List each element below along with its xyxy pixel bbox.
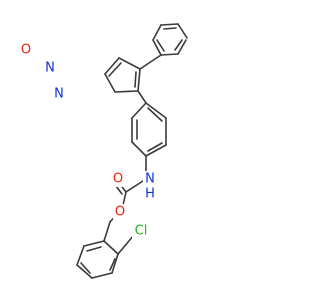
b-ph3-a — [103, 240, 119, 255]
b-ph3-d — [76, 264, 93, 279]
b-ph2-d — [145, 144, 167, 157]
b-ph1-inner-1 — [163, 27, 177, 30]
b-o-ph3 — [103, 221, 111, 242]
b-ph3-inner-1 — [109, 258, 116, 271]
b-ph1-inner-2 — [174, 39, 183, 51]
b-ph1-e — [152, 39, 162, 56]
atom-oxygen-carbonyl: O — [113, 172, 123, 187]
b-ph1-c — [177, 39, 187, 55]
b-ph2-inner-2 — [147, 142, 163, 152]
molecule-structure: O N N N H O O Cl — [19, 23, 188, 279]
b-ph3-c — [91, 272, 113, 279]
b-oxd-d — [114, 90, 139, 93]
b-ph2-inner-3 — [147, 107, 163, 122]
atom-labels: O N N N H O O Cl — [19, 42, 157, 239]
b-ph1-f — [152, 24, 162, 41]
b-oxd-a — [118, 57, 141, 70]
b-co-2 — [115, 185, 123, 195]
atom-chlorine: Cl — [135, 224, 148, 239]
b-ph1-oxd — [139, 54, 162, 70]
b-oxd-b — [104, 57, 120, 75]
b-oxd-c — [104, 73, 116, 93]
atom-nitrogen-ring-2: N — [45, 61, 55, 76]
atom-nitrogen-ring-4: N — [54, 87, 64, 102]
b-co-ch2 — [122, 191, 127, 206]
b-ph1-b — [177, 23, 188, 39]
atom-oxygen-ether: O — [115, 205, 125, 220]
b-ph3-e — [76, 245, 85, 266]
b-oxd-e — [137, 68, 141, 92]
b-ph3-f — [83, 240, 105, 247]
b-ph3-inner-3 — [86, 246, 102, 252]
b-oxd-inner-2 — [134, 71, 137, 88]
atom-hydrogen-amide: H — [145, 187, 155, 202]
bond-lines — [76, 23, 188, 279]
b-ph1-d — [160, 53, 179, 56]
b-ph2-a — [131, 102, 147, 119]
b-ph1-a — [160, 23, 179, 26]
b-oxd-ph2 — [137, 90, 147, 104]
b-oxd-inner-1 — [108, 62, 122, 77]
b-ph3-b — [111, 253, 119, 274]
b-ph3-inner-2 — [80, 262, 91, 274]
b-ph1-inner-3 — [156, 39, 165, 52]
b-ph2-f — [145, 102, 167, 119]
b-nh-co — [125, 180, 144, 193]
b-ph2-c — [131, 141, 147, 157]
atom-nitrogen-amide: N — [145, 172, 155, 187]
b-ph3-cl — [117, 234, 135, 255]
atom-oxygen-ring: O — [21, 43, 31, 58]
